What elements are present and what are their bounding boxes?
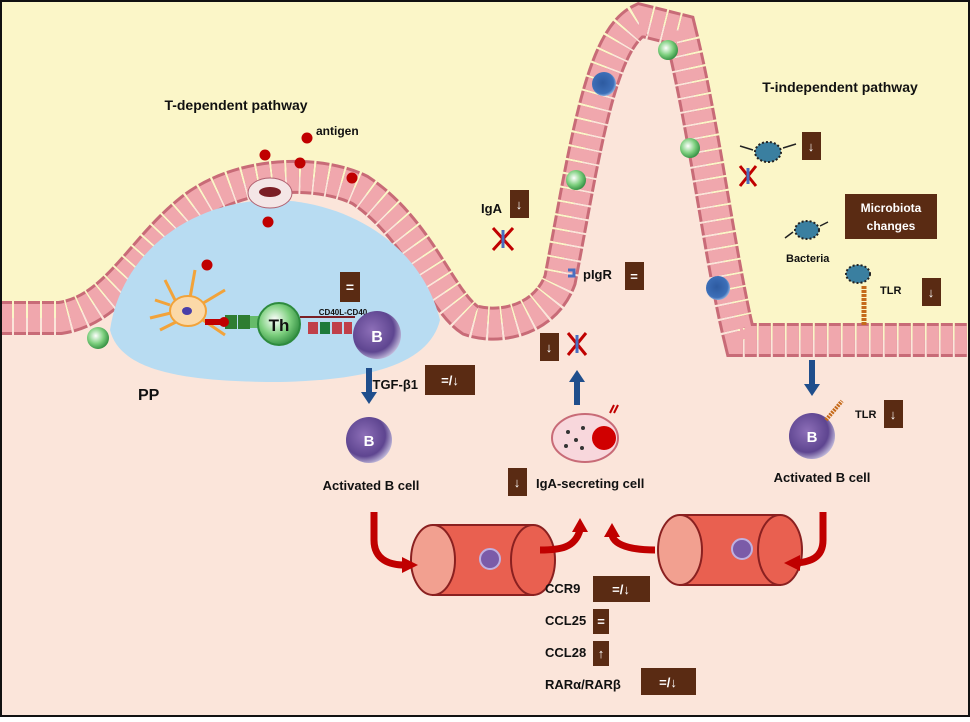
red-arrow-head <box>402 557 418 573</box>
tgf-label: TGF-β1 <box>373 377 419 392</box>
tlr-b-badge-text: ↓ <box>890 407 897 422</box>
b-cell-badge <box>340 272 360 302</box>
pp-label: PP <box>138 387 160 404</box>
antigen-label: antigen <box>316 124 359 138</box>
rar-label: RARα/RARβ <box>545 677 621 692</box>
arrow-down-left-head <box>361 392 377 404</box>
ccl28-label: CCL28 <box>545 645 586 660</box>
blood-vessel-right <box>657 514 803 586</box>
bacteria-badge <box>802 132 821 160</box>
arrow-up-center-head <box>569 370 585 382</box>
red-arrow-head <box>784 555 800 571</box>
iga-secreting-cell <box>551 404 619 463</box>
ccl25-label: CCL25 <box>545 613 586 628</box>
cd40-interaction <box>300 316 355 334</box>
th-cell <box>257 302 301 346</box>
ccr9-label: CCR9 <box>545 581 580 596</box>
th-label: Th <box>269 316 290 335</box>
activated-b-cell-right <box>789 413 835 459</box>
microbiota-box <box>845 194 937 239</box>
ccr9-badge <box>593 576 650 602</box>
goblet-cell <box>87 327 109 349</box>
iga-secreting-badge <box>508 468 527 496</box>
title-t-independent: T-independent pathway <box>762 79 918 95</box>
goblet-cell <box>566 170 586 190</box>
pigr-badge-text: = <box>630 269 638 284</box>
iga-badge <box>510 190 529 218</box>
tlr-on-b <box>824 399 844 422</box>
cd40-label: CD40L-CD40 <box>319 308 368 317</box>
ccl28-badge <box>593 641 609 666</box>
tgf-badge <box>425 365 475 395</box>
bacteria-icon <box>784 220 829 240</box>
ccr9-badge-text: =/↓ <box>612 582 630 597</box>
rar-badge <box>641 668 696 695</box>
bacteria-icon <box>739 141 797 163</box>
antigen-dots <box>201 132 358 271</box>
activated-b-left-label: Activated B cell <box>323 478 420 493</box>
iga-label: IgA <box>481 201 503 216</box>
goblet-cell <box>680 138 700 158</box>
mhc-tcr-complex <box>205 315 260 329</box>
microbiota-line1: Microbiota <box>861 201 922 215</box>
ccl25-badge <box>593 609 609 634</box>
pigr-badge <box>625 262 644 290</box>
tlr-epi-badge-text: ↓ <box>928 285 935 300</box>
tlr-epi-badge <box>922 278 941 306</box>
epithelium-cells <box>0 5 970 354</box>
red-arrow-head <box>604 523 620 537</box>
tlr-b-badge <box>884 400 903 428</box>
iga-badge-text: ↓ <box>516 197 523 212</box>
dendritic-cell <box>149 269 226 337</box>
red-arrow-head <box>572 518 588 532</box>
bacteria-badge-text: ↓ <box>808 139 815 154</box>
m-cell-nucleus <box>259 187 281 197</box>
red-arrow-to-vessel-left <box>370 512 406 569</box>
ccl28-badge-text: ↑ <box>598 646 605 661</box>
iga-bound-bacteria <box>738 165 758 187</box>
activated-b-right-letter: B <box>807 429 818 446</box>
tlr-epithelium <box>845 264 871 325</box>
iga-secreted-badge <box>540 333 559 361</box>
activated-b-cell-left <box>346 417 392 463</box>
iga-secreted-badge-text: ↓ <box>546 340 553 355</box>
pigr-label: pIgR <box>583 267 612 282</box>
activated-b-right-label: Activated B cell <box>774 470 871 485</box>
red-arrow-exit-left <box>539 528 584 554</box>
red-arrow-to-vessel-right <box>795 512 827 567</box>
microbiota-line2: changes <box>867 219 916 233</box>
paneth-cell <box>706 276 730 300</box>
tgf-badge-text: =/↓ <box>441 373 459 388</box>
iga-molecule-lumen <box>491 226 515 252</box>
iga-secreting-badge-text: ↓ <box>514 475 521 490</box>
arrow-down-right-head <box>804 384 820 396</box>
b-cell-pp-label: B <box>371 329 383 346</box>
tlr-epi-label: TLR <box>880 285 901 297</box>
activated-b-left-letter: B <box>364 433 375 450</box>
goblet-cell <box>658 40 678 60</box>
blood-vessel-left <box>410 524 556 596</box>
bacteria-label: Bacteria <box>786 253 830 265</box>
pigr-receptor <box>568 268 576 278</box>
paneth-cell <box>592 72 616 96</box>
b-cell-pp <box>353 311 401 359</box>
b-cell-badge-text: = <box>346 279 354 295</box>
title-t-dependent: T-dependent pathway <box>164 97 307 113</box>
tlr-b-label: TLR <box>855 409 876 421</box>
red-arrow-exit-right <box>608 533 656 554</box>
iga-secreting-label: IgA-secreting cell <box>536 476 644 491</box>
iga-molecule-lamina <box>566 332 588 356</box>
rar-badge-text: =/↓ <box>659 675 677 690</box>
ccl25-badge-text: = <box>597 614 605 629</box>
